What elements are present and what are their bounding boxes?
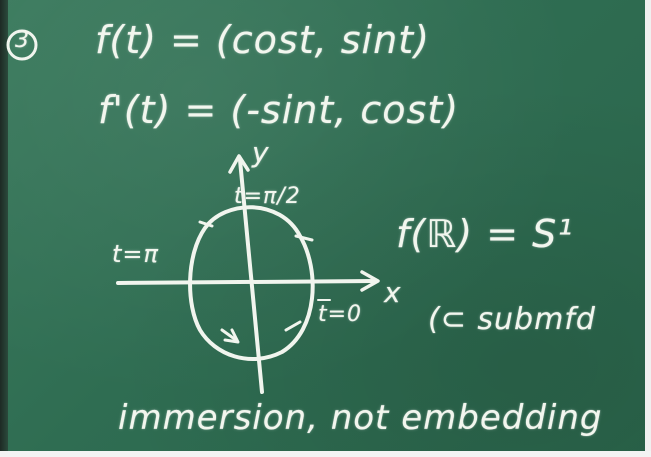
board-bottom-edge	[0, 451, 651, 457]
label-t-pi: t=π	[112, 240, 159, 268]
x-axis-line	[116, 279, 377, 285]
conclusion-text: immersion, not embedding	[118, 398, 603, 438]
y-axis-label: y	[252, 136, 270, 169]
direction-arrow-icon	[223, 328, 240, 344]
image-equals-circle: f(ℝ) = S¹	[396, 212, 574, 256]
board-right-wall	[645, 0, 651, 457]
board-left-frame	[0, 0, 8, 457]
equation-f-prime: f'(t) = (-sint, cost)	[98, 88, 460, 132]
label-t-zero: t=0	[318, 302, 363, 327]
problem-number-circle	[6, 29, 38, 61]
submanifold-note: (⊂ submfd	[428, 302, 596, 337]
tick-bottom-right	[284, 320, 302, 332]
x-axis-label: x	[384, 276, 402, 309]
problem-number: 3	[15, 28, 30, 53]
unit-circle	[188, 205, 315, 361]
tick-top-left	[198, 220, 214, 228]
label-t-pi-over-2: t=π/2	[234, 184, 301, 209]
tick-top-right	[294, 234, 314, 242]
y-axis-line	[238, 158, 264, 394]
tick-bottom-left	[220, 328, 238, 342]
y-axis-arrowhead	[228, 154, 250, 174]
equation-f: f(t) = (cost, sint)	[95, 18, 430, 62]
x-axis-arrowhead	[360, 270, 380, 292]
